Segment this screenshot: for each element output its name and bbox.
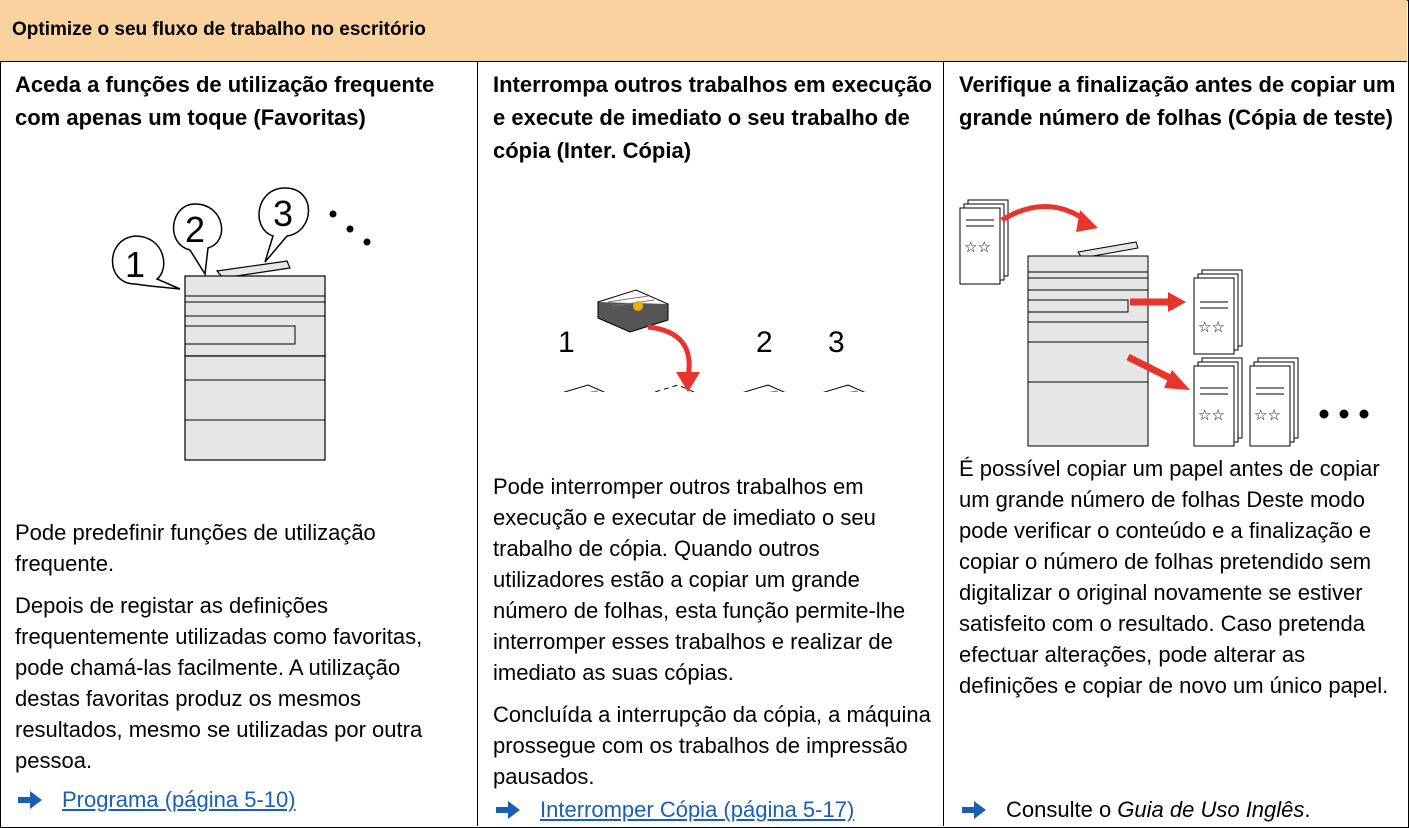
paper-stack-icon: [562, 384, 606, 392]
interrupt-copy-illustration: 1 2 3: [558, 289, 866, 392]
reference-row: Consulte o Guia de Uso Inglês.: [962, 797, 1311, 823]
callout-label: 1: [125, 244, 145, 285]
column-heading: Verifique a finalização antes de copiar …: [959, 72, 1396, 130]
body-paragraph: É possível copiar um papel antes de copi…: [959, 456, 1389, 698]
original-sheet-icon: ☆☆: [959, 199, 1009, 285]
page-title: Optimize o seu fluxo de trabalho no escr…: [12, 19, 426, 40]
paper-stack-icon: [596, 289, 670, 333]
link-row: Programa (página 5-10): [18, 787, 296, 813]
column-body: É possível copiar um papel antes de copi…: [959, 453, 1404, 712]
stack-label: 2: [756, 326, 773, 359]
arrow-right-icon: [496, 801, 520, 819]
scan-arrow: [1000, 204, 1090, 225]
column-interrupt-copy: Interrompa outros trabalhos em execução …: [478, 62, 943, 826]
column-divider: [477, 62, 478, 826]
link-row: Interromper Cópia (página 5-17): [496, 797, 854, 823]
ellipsis-dot: [363, 238, 371, 246]
arrow-right-icon: [962, 801, 986, 819]
callout-1: 1: [111, 235, 181, 290]
ellipsis-dot: [346, 225, 354, 233]
svg-text:☆☆: ☆☆: [1198, 406, 1225, 424]
body-paragraph: Concluída a interrupção da cópia, a máqu…: [493, 702, 931, 789]
empty-slot: [652, 384, 696, 392]
reference-guide: Guia de Uso Inglês: [1117, 797, 1305, 822]
column-divider: [943, 62, 944, 826]
program-link[interactable]: Programa (página 5-10): [62, 787, 296, 812]
stack-label: 3: [828, 326, 845, 359]
paper-stack-icon: [822, 384, 866, 392]
reference-suffix: .: [1304, 797, 1311, 822]
printer-icon: [184, 260, 326, 461]
ellipsis-dot: [1339, 409, 1349, 419]
insert-arrow: [647, 324, 692, 378]
stack-label: 1: [558, 326, 575, 359]
body-paragraph: Pode interromper outros trabalhos em exe…: [493, 474, 906, 685]
printer-icon: [1027, 241, 1149, 447]
column-body: Pode interromper outros trabalhos em exe…: [493, 471, 933, 803]
svg-text:☆☆: ☆☆: [1198, 318, 1225, 336]
favorites-illustration: 1 2 3: [111, 187, 371, 461]
proof-sheet-icon: ☆☆: [1193, 269, 1243, 355]
ellipsis-dot: [1319, 409, 1329, 419]
arrow-right-icon: [18, 791, 42, 809]
paper-stack-icon: [742, 384, 786, 392]
ellipsis-dot: [1359, 409, 1369, 419]
body-paragraph: Pode predefinir funções de utilização fr…: [15, 520, 376, 576]
callout-2: 2: [173, 203, 223, 277]
interrupt-copy-link[interactable]: Interromper Cópia (página 5-17): [540, 797, 855, 822]
body-paragraph: Depois de registar as definições frequen…: [15, 593, 423, 773]
section-header: Optimize o seu fluxo de trabalho no escr…: [0, 0, 1407, 62]
callout-label: 3: [273, 193, 293, 234]
column-body: Pode predefinir funções de utilização fr…: [15, 517, 465, 787]
column-proof-copy: Verifique a finalização antes de copiar …: [944, 62, 1407, 826]
column-heading: Aceda a funções de utilização frequente …: [15, 72, 435, 130]
proof-copy-illustration: ☆☆ ☆☆: [959, 199, 1369, 447]
column-favorites: Aceda a funções de utilização frequente …: [0, 62, 477, 826]
insert-arrow-head: [676, 372, 700, 392]
svg-text:☆☆: ☆☆: [964, 238, 991, 256]
copies-stack-icon: ☆☆ ☆☆: [1193, 357, 1299, 447]
reference-prefix: Consulte o: [1006, 797, 1118, 822]
callout-label: 2: [185, 209, 205, 250]
svg-text:☆☆: ☆☆: [1254, 406, 1281, 424]
ellipsis-dot: [329, 210, 337, 218]
callout-3: 3: [258, 187, 310, 263]
column-heading: Interrompa outros trabalhos em execução …: [493, 72, 932, 163]
